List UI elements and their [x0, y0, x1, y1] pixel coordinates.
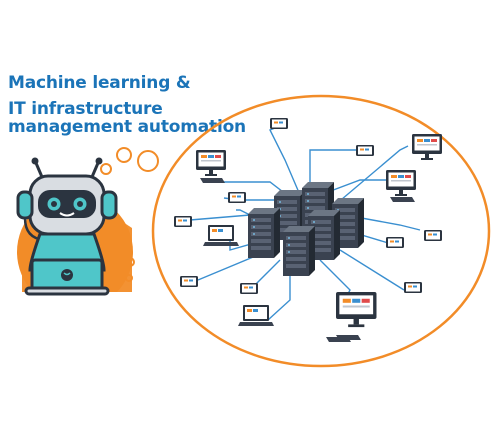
robot-assistant-icon [0, 157, 150, 352]
server-rack-icon [248, 208, 280, 258]
tablet-icon [270, 118, 288, 129]
headline-line-3: management automation [8, 117, 246, 137]
thought-bubble [116, 147, 132, 163]
thought-bubble [100, 163, 112, 175]
headline-line-2: IT infrastructure [8, 99, 163, 119]
server-rack-icon [283, 226, 315, 276]
keyboard-icon [200, 178, 225, 183]
keyboard-icon [390, 197, 415, 202]
smartphone-icon [240, 283, 258, 294]
laptop-icon [203, 225, 239, 246]
desktop-monitor-icon [386, 170, 416, 196]
thought-bubble [137, 150, 159, 172]
desktop-monitor-icon [196, 150, 226, 176]
network-boundary-ellipse [151, 94, 491, 368]
desktop-monitor-icon [336, 292, 377, 328]
tablet-icon [228, 192, 246, 203]
smartphone-icon [404, 282, 422, 293]
laptop-icon [238, 305, 274, 326]
tablet-icon [386, 237, 404, 248]
tablet-icon [174, 216, 192, 227]
desktop-monitor-icon [412, 134, 442, 160]
keyboard-icon [326, 337, 351, 342]
smartphone-icon [424, 230, 442, 241]
desktop-monitor-large [336, 292, 377, 328]
headline-line-1: Machine learning & [8, 73, 191, 93]
tablet-icon [180, 276, 198, 287]
tablet-icon [356, 145, 374, 156]
